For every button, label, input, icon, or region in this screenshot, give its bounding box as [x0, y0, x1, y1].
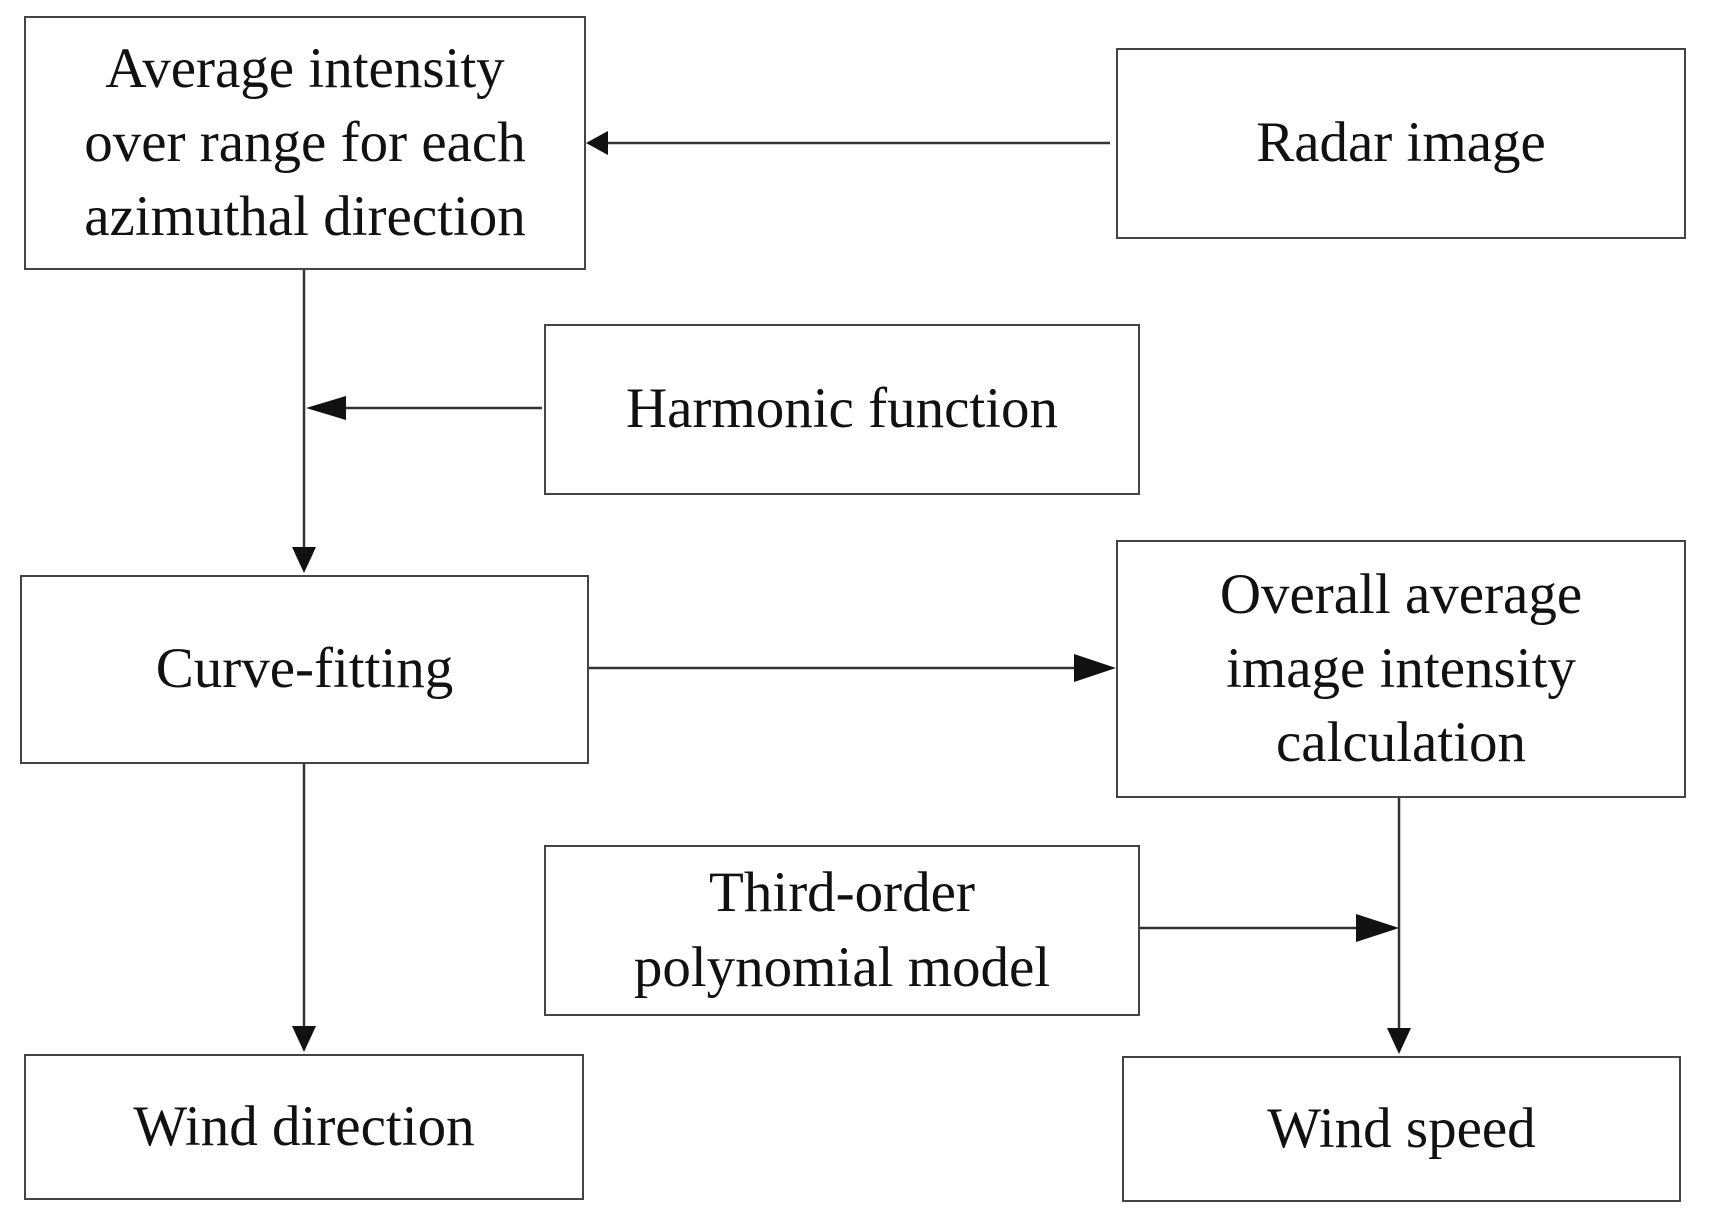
node-overall-average-line-2: image intensity — [1226, 636, 1576, 700]
node-third-order-model: Third-order polynomial model — [544, 845, 1140, 1016]
arrowhead-into-wind-direction — [292, 1026, 316, 1052]
arrowhead-into-overall-average — [1074, 654, 1116, 682]
node-wind-direction: Wind direction — [24, 1054, 584, 1200]
arrowhead-into-wind-speed — [1387, 1028, 1411, 1054]
node-wind-speed-label: Wind speed — [1267, 1096, 1536, 1160]
node-third-order-model-line-2: polynomial model — [633, 935, 1051, 999]
node-curve-fitting-label: Curve-fitting — [155, 637, 454, 701]
node-radar-image-label: Radar image — [1256, 111, 1546, 175]
node-harmonic-function: Harmonic function — [544, 324, 1140, 495]
arrowhead-into-curve-fitting — [292, 547, 316, 573]
arrowhead-harmonic-link — [306, 396, 346, 420]
arrowhead-into-avg-intensity — [586, 131, 608, 155]
node-overall-average: Overall average image intensity calculat… — [1116, 540, 1686, 798]
node-overall-average-line-1: Overall average — [1219, 562, 1583, 626]
node-avg-intensity-line-3: azimuthal direction — [84, 185, 526, 249]
node-avg-intensity-line-2: over range for each — [84, 110, 526, 174]
arrowhead-third-order-link — [1356, 914, 1399, 942]
node-third-order-model-line-1: Third-order — [709, 861, 975, 925]
node-avg-intensity: Average intensity over range for each az… — [24, 16, 586, 270]
node-wind-direction-label: Wind direction — [133, 1094, 475, 1158]
node-avg-intensity-line-1: Average intensity — [105, 36, 505, 100]
node-wind-speed: Wind speed — [1122, 1056, 1681, 1202]
node-harmonic-function-label: Harmonic function — [625, 377, 1059, 441]
node-overall-average-line-3: calculation — [1275, 711, 1527, 775]
node-radar-image: Radar image — [1116, 48, 1686, 239]
node-curve-fitting: Curve-fitting — [20, 575, 589, 764]
